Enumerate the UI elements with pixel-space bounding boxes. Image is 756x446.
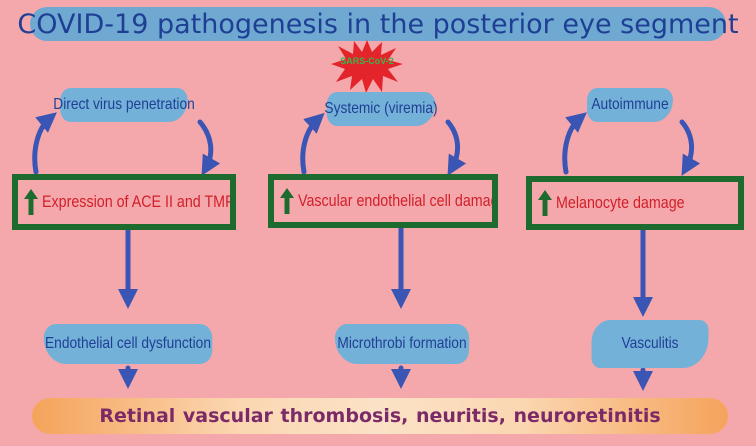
virus-icon	[331, 40, 403, 93]
effect-label: Vascular endothelial cell damage	[298, 191, 498, 210]
effect-box-melanocyte: Melanocyte damage	[526, 176, 744, 230]
final-outcome-bar: Retinal vascular thrombosis, neuritis, n…	[32, 398, 728, 434]
outcome-vasculitis: Vasculitis	[591, 320, 709, 368]
effect-label: Melanocyte damage	[556, 193, 685, 212]
increase-arrow-icon	[24, 189, 38, 215]
trigger-direct-virus-penetration: Direct virus penetration	[53, 88, 195, 122]
virus-label: SARS-CoV-2	[340, 56, 394, 66]
effect-box-vascular-endothelial: Vascular endothelial cell damage	[268, 174, 498, 228]
diagram-title: COVID-19 pathogenesis in the posterior e…	[17, 7, 739, 41]
effect-box-ace-tmprss: Expression of ACE II and TMPRSS	[12, 174, 236, 230]
effect-label: Expression of ACE II and TMPRSS	[42, 192, 235, 211]
outcome-microthrobi-formation: Microthrobi formation	[334, 324, 470, 364]
increase-arrow-icon	[538, 190, 552, 216]
cycle-arrow-down-2	[445, 119, 467, 176]
cycle-arrow-down-3	[679, 119, 701, 176]
cycle-arrow-up-2	[300, 112, 325, 175]
cycle-arrow-up-3	[562, 112, 587, 175]
trigger-systemic-viremia: Systemic (viremia)	[324, 92, 438, 126]
cycle-arrow-down-1	[197, 119, 221, 176]
outcome-endothelial-cell-dysfunction: Endothelial cell dysfunction	[43, 324, 213, 364]
trigger-autoimmune: Autoimmune	[587, 88, 673, 122]
cycle-arrow-up-1	[32, 112, 57, 175]
increase-arrow-icon	[280, 188, 294, 214]
